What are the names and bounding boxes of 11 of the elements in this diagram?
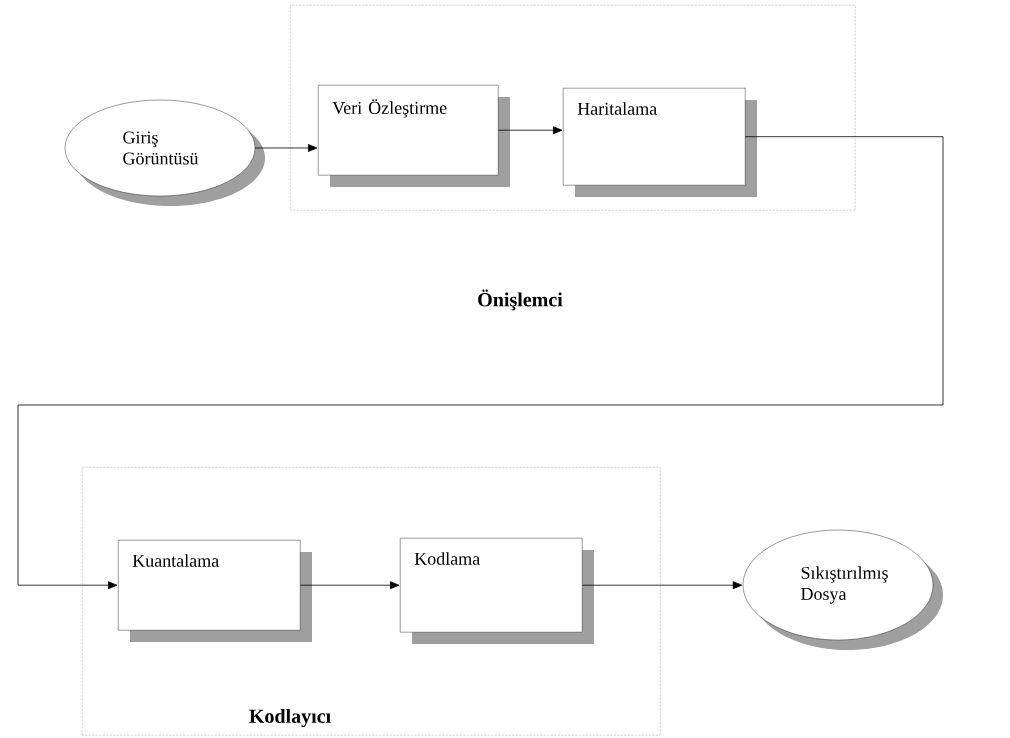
arrow [582,581,743,590]
group-heading: Kodlayıcı [249,708,331,728]
arrow [254,144,318,152]
process-box: Veri Özleştirme [318,85,510,187]
process-box: Kuantalama [118,540,312,642]
arrow [17,136,944,590]
arrow [498,126,563,135]
process-box: Kodlama [400,538,594,644]
arrow [300,581,400,590]
group-heading: Önişlemci [478,289,563,311]
process-box: Haritalama [563,88,757,197]
